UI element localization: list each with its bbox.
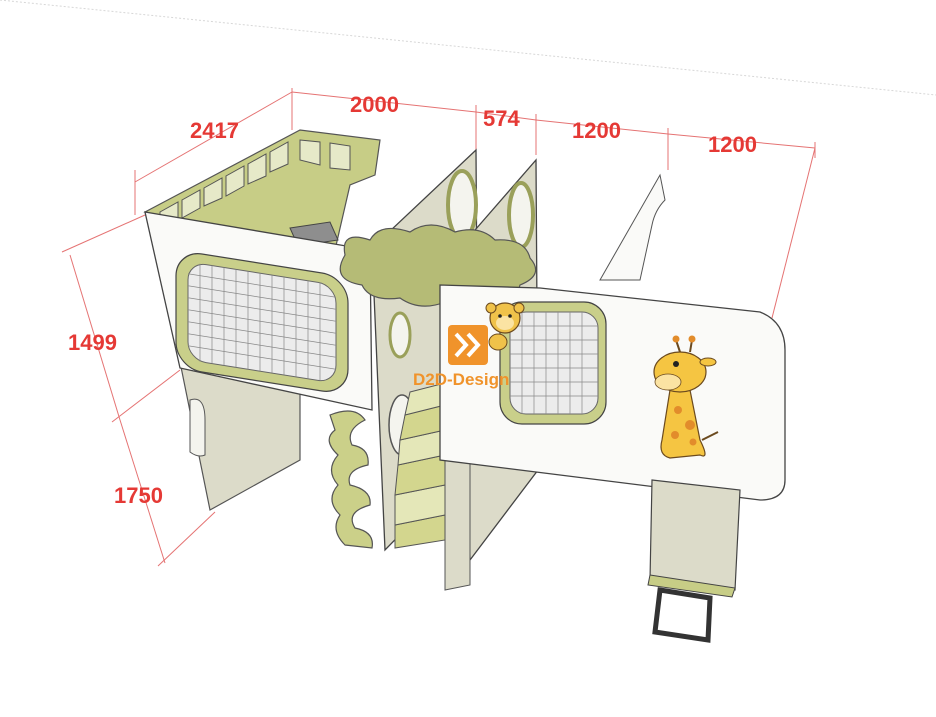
desk-leg-frame [652,587,713,643]
monkey-icon [485,302,525,351]
watermark: D2D-Design [413,325,509,389]
dim-gap-574: 574 [483,106,520,131]
porthole-top-right [507,181,535,249]
horizon-line [0,0,936,96]
stairs [394,382,446,549]
climbing-wall [328,410,373,549]
bed-structure [143,129,786,643]
desk-top [649,479,741,591]
right-net-grid [510,312,598,414]
left-support-cutout [189,398,206,457]
shelf-cubbies [159,139,351,229]
right-net [509,311,599,415]
dim-width-2000: 2000 [350,92,399,117]
right-back-panel [599,173,666,281]
dim-height-1499: 1499 [68,330,117,355]
watermark-text: D2D-Design [413,370,509,389]
dim-width-1200-right: 1200 [708,132,757,157]
dimension-lines [61,88,816,567]
giraffe-icon [653,335,719,459]
dim-depth-2417: 2417 [190,118,239,143]
porthole-mid [388,311,412,359]
porthole-top-left [446,169,478,241]
left-net-grid [188,263,336,381]
dim-height-1750: 1750 [114,483,163,508]
dim-width-1200-mid: 1200 [572,118,621,143]
desk-edge [647,574,736,598]
